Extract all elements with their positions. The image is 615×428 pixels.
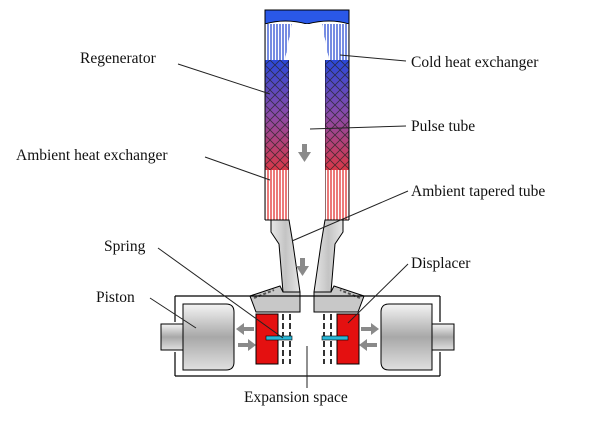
displacer-head bbox=[249, 285, 365, 313]
leader-lines bbox=[149, 54, 409, 388]
displacer-spring bbox=[265, 314, 349, 364]
label-spring: Spring bbox=[104, 238, 146, 255]
leader-ambient-tapered-tube bbox=[291, 190, 409, 242]
flow-arrow-tapered-tube bbox=[296, 258, 309, 276]
label-cold-heat-exchanger: Cold heat exchanger bbox=[411, 54, 539, 71]
leader-regenerator bbox=[177, 63, 271, 95]
label-pulse-tube: Pulse tube bbox=[411, 118, 475, 135]
label-ambient-tapered-tube: Ambient tapered tube bbox=[411, 183, 545, 200]
arrow-left-bottom bbox=[238, 339, 256, 351]
leader-cold-heat-exchanger bbox=[339, 54, 407, 62]
regenerator bbox=[265, 60, 349, 170]
leader-pulse-tube bbox=[309, 125, 407, 130]
label-ambient-heat-exchanger: Ambient heat exchanger bbox=[16, 147, 168, 164]
pulse-tube bbox=[285, 24, 329, 220]
ambient-heat-exchanger bbox=[265, 170, 349, 220]
piston-left bbox=[160, 303, 235, 371]
leader-displacer bbox=[347, 263, 409, 324]
ambient-tapered-tube bbox=[270, 219, 344, 293]
leader-ambient-heat-exchanger bbox=[204, 156, 271, 181]
piston-motion-arrows bbox=[236, 323, 379, 351]
cold-head-cap bbox=[264, 9, 350, 25]
labels: Regenerator Cold heat exchanger Pulse tu… bbox=[16, 50, 545, 406]
label-regenerator: Regenerator bbox=[80, 50, 157, 67]
flow-arrow-pulse-tube bbox=[298, 144, 311, 162]
leader-piston bbox=[149, 297, 197, 329]
label-expansion-space: Expansion space bbox=[244, 389, 348, 406]
arrow-right-top bbox=[361, 323, 379, 335]
arrow-right-bottom bbox=[359, 339, 377, 351]
arrow-left-top bbox=[236, 323, 254, 335]
cold-heat-exchanger bbox=[265, 24, 349, 60]
flow-arrows bbox=[296, 144, 311, 276]
piston-right bbox=[380, 303, 455, 371]
label-piston: Piston bbox=[96, 289, 135, 306]
leader-spring bbox=[157, 247, 284, 339]
label-displacer: Displacer bbox=[411, 255, 471, 272]
